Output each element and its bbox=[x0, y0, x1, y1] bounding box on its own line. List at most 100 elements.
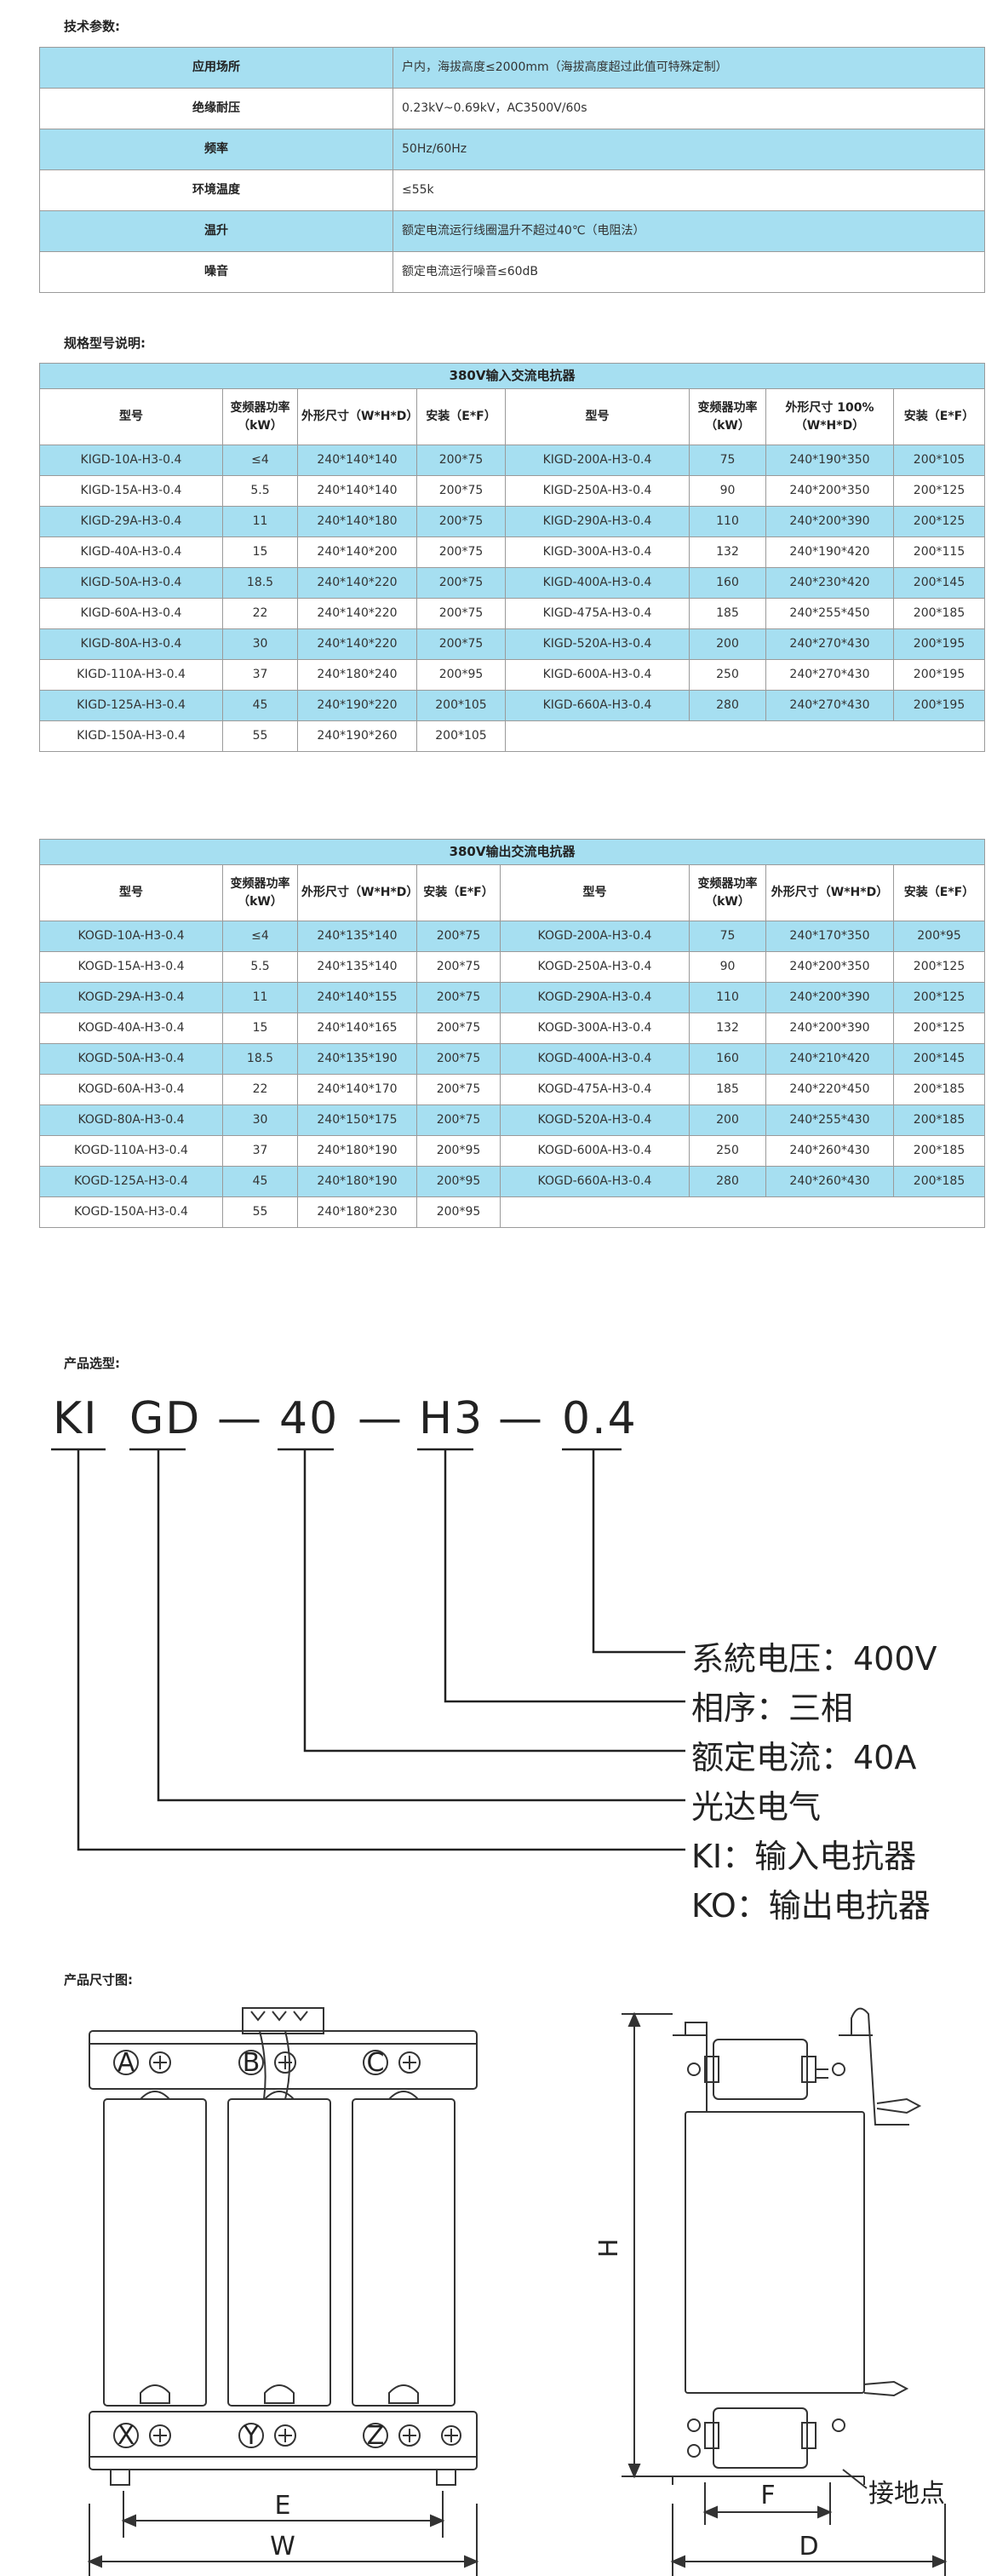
table-cell: 200*105 bbox=[892, 445, 986, 476]
table-header-cell: 安装（E*F） bbox=[416, 864, 501, 921]
table-cell: 240*200*350 bbox=[765, 475, 894, 507]
table-cell: KOGD-250A-H3-0.4 bbox=[500, 951, 690, 983]
table-cell: 240*180*190 bbox=[297, 1166, 417, 1197]
table-cell: KOGD-300A-H3-0.4 bbox=[500, 1013, 690, 1044]
tech-row: 应用场所户内，海拔高度≤2000mm（海拔高度超过此值可特殊定制） bbox=[39, 47, 985, 89]
table-cell: 240*150*175 bbox=[297, 1104, 417, 1136]
table-cell: KIGD-10A-H3-0.4 bbox=[39, 445, 223, 476]
table-cell: 110 bbox=[689, 506, 766, 537]
table-cell: KIGD-40A-H3-0.4 bbox=[39, 536, 223, 568]
table-cell: 240*200*390 bbox=[765, 506, 894, 537]
table-cell: 240*140*155 bbox=[297, 982, 417, 1013]
table-cell: 185 bbox=[689, 598, 766, 629]
tech-row-value: 户内，海拔高度≤2000mm（海拔高度超过此值可特殊定制） bbox=[392, 47, 985, 89]
table-cell: 200*145 bbox=[892, 1043, 986, 1075]
table-caption: 380V输入交流电抗器 bbox=[38, 363, 986, 389]
table-cell: 200*105 bbox=[416, 720, 506, 752]
code-04: 0.4 bbox=[562, 1393, 638, 1444]
table-cell: 200 bbox=[689, 1104, 766, 1136]
table-cell: 200*95 bbox=[416, 1135, 501, 1167]
table-cell: 200*75 bbox=[416, 951, 501, 983]
tech-row-value: 额定电流运行线圈温升不超过40℃（电阻法） bbox=[392, 210, 985, 252]
table-cell: ≤4 bbox=[222, 921, 298, 952]
code-40: 40 bbox=[279, 1393, 340, 1444]
tech-section-title: 技术参数: bbox=[64, 19, 120, 34]
table-cell: 240*135*190 bbox=[297, 1043, 417, 1075]
table-cell: KIGD-50A-H3-0.4 bbox=[39, 567, 223, 599]
tech-row-label: 频率 bbox=[39, 129, 393, 170]
table-cell: 45 bbox=[222, 1166, 298, 1197]
table-cell: 240*190*420 bbox=[765, 536, 894, 568]
table-cell: KIGD-150A-H3-0.4 bbox=[39, 720, 223, 752]
tech-row-label: 绝缘耐压 bbox=[39, 88, 393, 129]
table-header-cell: 型号 bbox=[39, 864, 223, 921]
table-cell: KIGD-15A-H3-0.4 bbox=[39, 475, 223, 507]
tech-row: 温升额定电流运行线圈温升不超过40℃（电阻法） bbox=[39, 210, 985, 252]
tech-row: 环境温度≤55k bbox=[39, 169, 985, 211]
table-cell: 200*125 bbox=[892, 982, 986, 1013]
table-header-cell: 型号 bbox=[505, 388, 690, 445]
tech-row: 噪音额定电流运行噪音≤60dB bbox=[39, 251, 985, 293]
table-cell: 132 bbox=[689, 536, 766, 568]
table-caption: 380V输出交流电抗器 bbox=[38, 839, 986, 865]
table-cell: 240*270*430 bbox=[765, 690, 894, 721]
table-cell: 240*270*430 bbox=[765, 628, 894, 660]
tech-row-label: 应用场所 bbox=[39, 47, 393, 89]
table-cell: 5.5 bbox=[222, 951, 298, 983]
dim-label-d: D bbox=[799, 2532, 818, 2562]
code-ki: KI bbox=[53, 1393, 99, 1444]
table-cell: 200*145 bbox=[892, 567, 986, 599]
spec-section-title: 规格型号说明: bbox=[64, 336, 146, 351]
table-cell: KIGD-110A-H3-0.4 bbox=[39, 659, 223, 691]
table-cell: 90 bbox=[689, 475, 766, 507]
table-cell: 240*200*390 bbox=[765, 1013, 894, 1044]
table-cell: 240*260*430 bbox=[765, 1135, 894, 1167]
table-cell: KOGD-520A-H3-0.4 bbox=[500, 1104, 690, 1136]
ground-point-label: 接地点 bbox=[868, 2479, 945, 2509]
table-cell: 200*125 bbox=[892, 1013, 986, 1044]
table-cell: 240*135*140 bbox=[297, 921, 417, 952]
code-h3: H3 bbox=[419, 1393, 484, 1444]
table-cell: 250 bbox=[689, 659, 766, 691]
table-cell: 200*75 bbox=[416, 921, 501, 952]
table-cell: 240*140*220 bbox=[297, 628, 417, 660]
table-cell: 240*260*430 bbox=[765, 1166, 894, 1197]
table-cell: 200*125 bbox=[892, 951, 986, 983]
code-dash-3: — bbox=[498, 1393, 544, 1444]
table-cell: KIGD-80A-H3-0.4 bbox=[39, 628, 223, 660]
table-header-cell: 外形尺寸（W*H*D） bbox=[765, 864, 894, 921]
table-cell: KOGD-15A-H3-0.4 bbox=[39, 951, 223, 983]
dim-label-w: W bbox=[270, 2532, 295, 2562]
table-cell: 75 bbox=[689, 921, 766, 952]
table-cell: 240*190*220 bbox=[297, 690, 417, 721]
table-cell: KIGD-660A-H3-0.4 bbox=[505, 690, 690, 721]
table-header-cell: 变频器功率（kW） bbox=[689, 864, 766, 921]
table-cell: 110 bbox=[689, 982, 766, 1013]
table-cell: 11 bbox=[222, 982, 298, 1013]
table-cell: 200*185 bbox=[892, 1074, 986, 1105]
desc-input-reactor: KI：输入电抗器 bbox=[691, 1838, 917, 1875]
table-cell: 240*255*450 bbox=[765, 598, 894, 629]
desc-phase: 相序：三相 bbox=[691, 1690, 854, 1727]
table-cell: 200*195 bbox=[892, 628, 986, 660]
table-cell: KOGD-290A-H3-0.4 bbox=[500, 982, 690, 1013]
table-cell: 15 bbox=[222, 1013, 298, 1044]
terminal-y: Y bbox=[243, 2421, 260, 2451]
output-reactor-table: 380V输出交流电抗器型号 变频器功率（kW）外形尺寸（W*H*D） 安装（E*F）… bbox=[38, 839, 986, 1228]
selection-connector-lines bbox=[51, 1448, 685, 1851]
table-cell: KIGD-250A-H3-0.4 bbox=[505, 475, 690, 507]
desc-brand: 光达电气 bbox=[691, 1788, 822, 1826]
table-cell: 22 bbox=[222, 598, 298, 629]
desc-output-reactor: KO：输出电抗器 bbox=[691, 1887, 931, 1925]
table-cell: 200*95 bbox=[416, 1196, 501, 1228]
table-cell: 240*170*350 bbox=[765, 921, 894, 952]
